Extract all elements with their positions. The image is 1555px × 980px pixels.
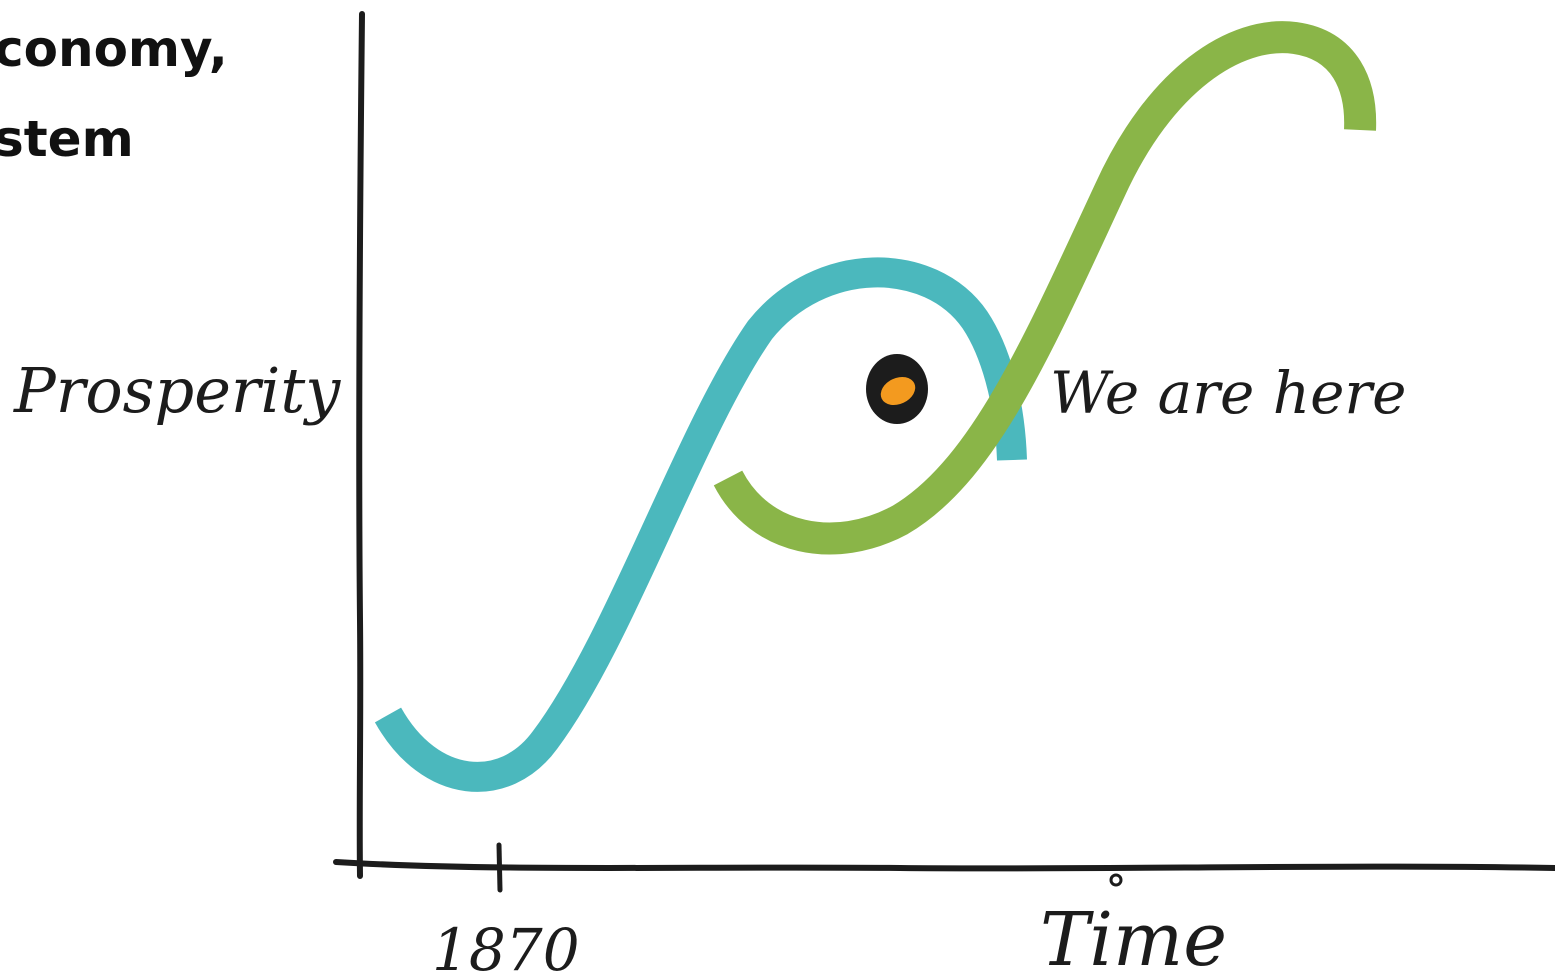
first-s-curve-ribbon bbox=[374, 257, 1027, 792]
marker-label: We are here bbox=[1050, 359, 1406, 427]
x-tick-label-1870: 1870 bbox=[432, 916, 580, 980]
second-s-curve-ribbon bbox=[713, 21, 1377, 555]
marker-inner bbox=[880, 376, 916, 406]
partial-heading: conomy, stem bbox=[0, 4, 324, 184]
x-tick-now bbox=[1109, 873, 1123, 887]
you-are-here-dot-icon bbox=[866, 354, 928, 424]
heading-line-2: stem bbox=[0, 110, 134, 168]
x-axis-label: Time bbox=[1040, 897, 1227, 980]
x-axis bbox=[333, 859, 1555, 872]
x-tick-1870 bbox=[496, 842, 503, 893]
y-axis-label: Prosperity bbox=[13, 354, 341, 427]
second-s-curve bbox=[713, 21, 1377, 555]
heading-line-1: conomy, bbox=[0, 20, 228, 78]
first-s-curve bbox=[374, 257, 1027, 792]
y-axis bbox=[356, 11, 365, 879]
